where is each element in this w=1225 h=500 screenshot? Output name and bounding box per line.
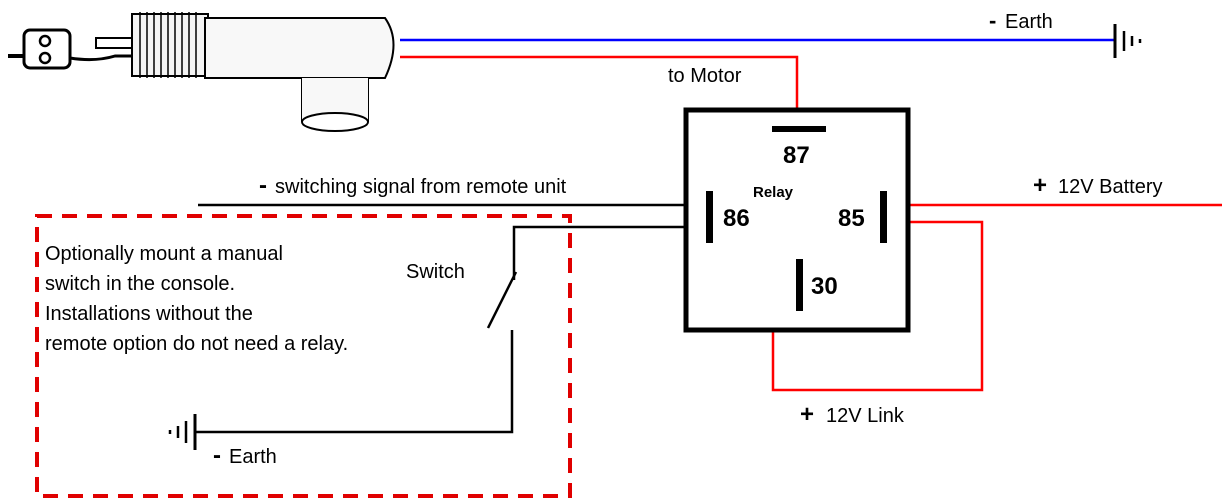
motor-wire-red — [400, 55, 799, 128]
battery-label: 12V Battery — [1058, 176, 1163, 198]
link-label: 12V Link — [826, 405, 905, 427]
pin-87-label: 87 — [783, 142, 810, 169]
switch-lever-icon — [486, 271, 518, 329]
earth-minus-top: - — [989, 8, 996, 33]
actuator-body — [204, 17, 395, 79]
pin-85-label: 85 — [838, 205, 865, 232]
signal-minus: - — [259, 172, 267, 199]
note-line-1: Optionally mount a manual — [45, 243, 283, 265]
pin-87-bar — [772, 126, 826, 132]
pin-85-bar — [880, 191, 887, 243]
note-line-4: remote option do not need a relay. — [45, 333, 348, 355]
earth-label-bottom: Earth — [229, 446, 277, 468]
switch-label: Switch — [406, 261, 465, 283]
earth-label-top: Earth — [1005, 11, 1053, 33]
note-line-3: Installations without the — [45, 303, 253, 325]
optional-switch-box — [35, 214, 572, 498]
earth-minus-bottom: - — [213, 442, 221, 469]
pin-30-bar — [796, 259, 803, 311]
connector-plug-icon — [22, 28, 72, 70]
link-plus: + — [800, 401, 814, 428]
switching-signal-label: switching signal from remote unit — [275, 176, 567, 198]
pin-86-bar — [706, 191, 713, 243]
battery-plus: + — [1033, 172, 1047, 199]
note-line-2: switch in the console. — [45, 273, 235, 295]
pin-30-label: 30 — [811, 273, 838, 300]
switch-wire-bottom — [195, 330, 514, 434]
switch-wire-top — [512, 225, 708, 280]
bellows-icon — [131, 12, 209, 78]
pin-86-label: 86 — [723, 205, 750, 232]
door-lock-actuator — [8, 12, 395, 132]
earth-ground-icon-top — [1113, 24, 1142, 58]
earth-ground-icon-bottom — [168, 414, 197, 450]
motor-can-icon — [301, 78, 369, 132]
to-motor-label: to Motor — [668, 65, 742, 87]
relay-label: Relay — [753, 184, 794, 201]
